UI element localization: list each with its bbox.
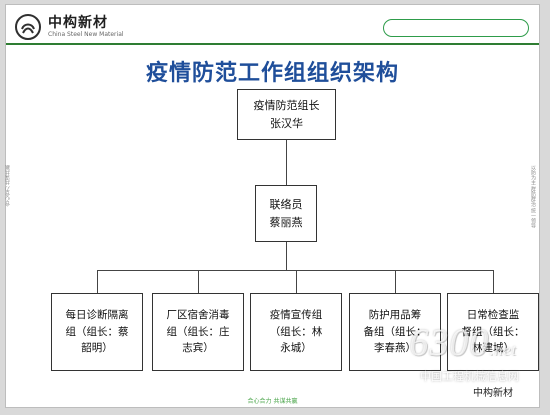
brand-logo-icon <box>14 13 42 41</box>
connector-mid-vertical <box>286 242 287 270</box>
group-4-line-2: 备组（组长： <box>363 325 427 338</box>
watermark-number-text: 6300 <box>409 322 490 364</box>
group-box-2: 厂区宿舍消毒 组（组长：庄 志宾） <box>152 293 244 371</box>
group-box-1: 每日诊断隔离 组（组长：蔡 韶明） <box>51 293 143 371</box>
group-3-line-3: 永城） <box>280 342 312 355</box>
brand-name: 中构新材 <box>48 15 108 31</box>
leader-role: 疫情防范组长 <box>253 98 320 112</box>
connector-branch-3 <box>296 270 297 293</box>
group-1-line-2: 组（组长：蔡 <box>65 325 129 338</box>
group-5-line-2: 督组（组长： <box>461 325 525 338</box>
watermark-logo: 中构新材 <box>471 384 515 399</box>
group-2-line-3: 志宾） <box>182 342 214 355</box>
group-2-line-2: 组（组长：庄 <box>166 325 230 338</box>
liaison-box: 联络员 蔡丽燕 <box>255 185 317 242</box>
left-side-text: 合心合力 共谋共赢 <box>5 165 11 207</box>
connector-branch-5 <box>493 270 494 293</box>
group-4-line-3: 李春燕） <box>374 342 416 355</box>
liaison-name: 蔡丽燕 <box>269 215 303 229</box>
watermark-cn: 中国工程机械信息网 <box>420 370 519 383</box>
group-1-line-1: 每日诊断隔离 <box>65 308 129 321</box>
slide: 中构新材 China Steel New Material 疫情防范工作组组织架… <box>5 4 540 408</box>
group-box-3: 疫情宣传组 （组长：林 永城） <box>250 293 342 371</box>
group-4-line-1: 防护用品筹 <box>368 308 422 321</box>
connector-branch-1 <box>97 270 98 293</box>
right-side-text: 以防为主 群防群治 统一领导 <box>530 165 536 229</box>
top-right-pill <box>383 19 529 37</box>
brand-subtitle: China Steel New Material <box>48 31 124 38</box>
connector-branch-4 <box>395 270 396 293</box>
group-2-line-1: 厂区宿舍消毒 <box>166 308 230 321</box>
watermark-net-text: .net <box>489 342 517 359</box>
top-divider <box>6 43 539 45</box>
group-box-5: 日常检查监 督组（组长： 林建城） <box>447 293 539 371</box>
group-3-line-1: 疫情宣传组 <box>269 308 323 321</box>
watermark-number: 6300.net <box>409 321 517 365</box>
group-box-4: 防护用品筹 备组（组长： 李春燕） <box>349 293 441 371</box>
group-5-line-1: 日常检查监 <box>466 308 520 321</box>
connector-branch-2 <box>198 270 199 293</box>
connector-horizontal <box>97 270 493 271</box>
liaison-role: 联络员 <box>269 197 303 211</box>
group-5-line-3: 林建城） <box>472 342 514 355</box>
footer-note: 合心合力 共谋共赢 <box>247 398 298 405</box>
brand-logo: 中构新材 China Steel New Material <box>14 13 124 41</box>
page-title: 疫情防范工作组组织架构 <box>145 61 399 86</box>
leader-box: 疫情防范组长 张汉华 <box>237 89 336 140</box>
connector-top-vertical <box>286 140 287 185</box>
leader-name: 张汉华 <box>270 116 303 130</box>
group-3-line-2: （组长：林 <box>269 325 323 338</box>
group-1-line-3: 韶明） <box>81 342 113 355</box>
